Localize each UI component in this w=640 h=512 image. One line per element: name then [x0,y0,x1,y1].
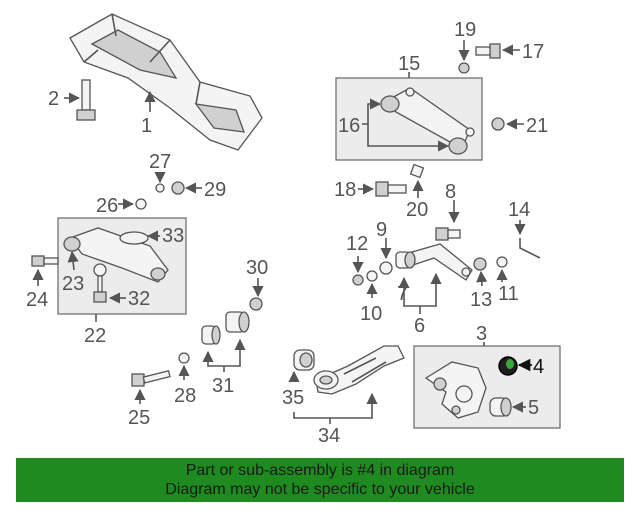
callout-11: 11 [498,283,519,305]
trailing-arm[interactable] [313,345,405,395]
bushing-31b[interactable] [225,311,250,333]
bolt-25[interactable] [131,370,171,387]
callout-23: 23 [62,273,84,295]
callout-34: 34 [318,425,340,447]
washer-27[interactable] [155,183,165,193]
washer-28[interactable] [178,352,190,364]
callout-7: 7 [397,283,408,305]
banner-line-1: Part or sub-assembly is #4 in diagram [185,462,455,479]
callout-32: 32 [128,288,150,310]
callout-2: 2 [48,88,59,110]
bushing-31a[interactable] [201,325,221,345]
callout-29: 29 [204,179,226,201]
callout-17: 17 [522,41,544,63]
bushing-21[interactable] [491,117,505,131]
callout-30: 30 [246,257,268,279]
callout-8: 8 [445,181,456,203]
callout-12: 12 [346,233,368,255]
lower-control-arm[interactable] [63,227,169,283]
callout-21: 21 [526,115,548,137]
bushing-35[interactable] [293,349,315,371]
callout-1: 1 [141,115,152,137]
rear-knuckle[interactable] [424,361,487,419]
callout-27: 27 [149,151,171,173]
nut-29[interactable] [171,181,185,195]
callout-33: 33 [162,225,184,247]
washer-26[interactable] [135,198,147,210]
nut-19[interactable] [458,62,470,74]
bolt-2[interactable] [76,79,96,121]
callout-26: 26 [96,195,118,217]
callout-15: 15 [398,53,420,75]
parts-diagram: 1 2 15 16 17 19 21 18 20 2 [26,13,561,447]
stabilizer-link-32[interactable] [93,263,107,303]
bolt-24[interactable] [31,255,59,267]
nut-12[interactable] [352,274,364,286]
callout-16: 16 [338,115,360,137]
callout-31: 31 [212,375,234,397]
bushing-13[interactable] [473,257,487,271]
bolt-18[interactable] [375,181,407,197]
callout-24: 24 [26,289,48,311]
callout-35: 35 [282,387,304,409]
banner-line-2: Diagram may not be specific to your vehi… [165,481,475,498]
callout-20: 20 [406,199,428,221]
callout-19: 19 [454,19,476,41]
bolt-8[interactable] [435,227,461,241]
washer-11[interactable] [496,256,508,268]
washer-20[interactable] [409,163,425,179]
bushing-4-highlighted[interactable] [498,356,518,376]
washer-10[interactable] [366,270,378,282]
callout-13: 13 [470,289,492,311]
pin-14[interactable] [519,238,541,259]
callout-25: 25 [128,407,150,429]
nut-30[interactable] [249,297,263,311]
info-banner: Part or sub-assembly is #4 in diagram Di… [16,458,624,502]
washer-9[interactable] [379,261,393,275]
callout-18: 18 [334,179,356,201]
lower-link[interactable] [395,243,473,281]
callout-14: 14 [508,199,530,221]
callout-9: 9 [376,219,387,241]
callout-10: 10 [360,303,382,325]
callout-3: 3 [476,323,487,345]
callout-22: 22 [84,325,106,347]
callout-4: 4 [533,356,544,378]
bolt-17[interactable] [475,43,501,59]
callout-6: 6 [414,315,425,337]
crossmember-subframe[interactable] [69,13,263,151]
callout-28: 28 [174,385,196,407]
callout-5: 5 [528,397,539,419]
bushing-5[interactable] [489,397,512,417]
